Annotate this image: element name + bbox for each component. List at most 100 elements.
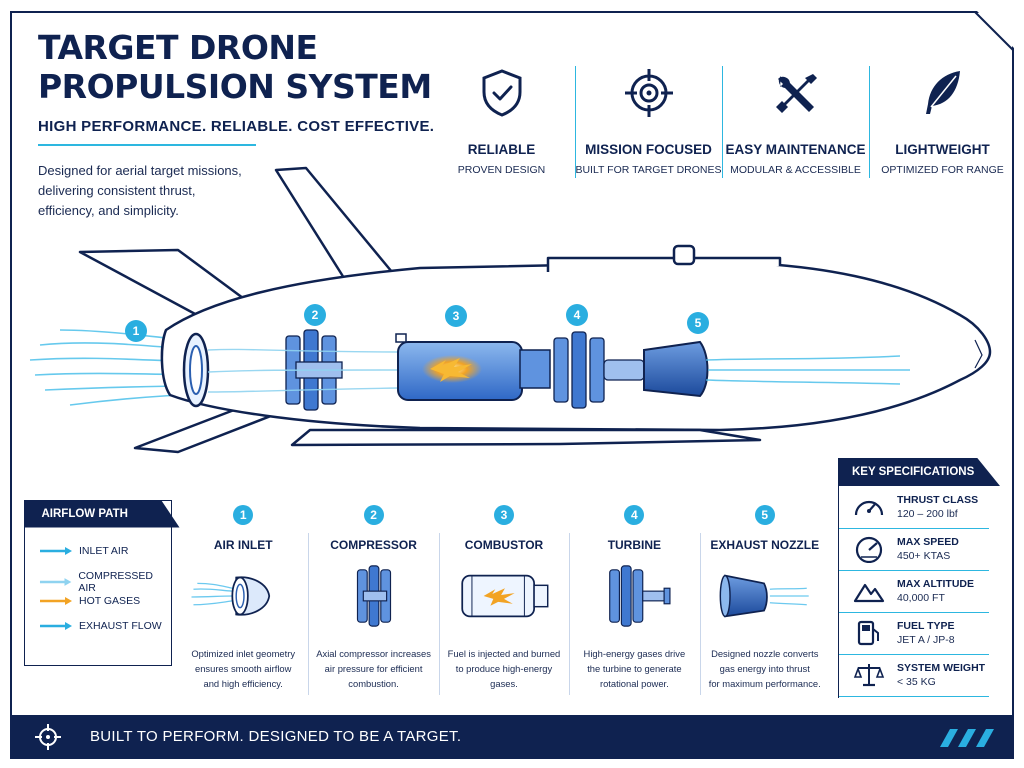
spec-max-altitude: MAX ALTITUDE 40,000 FT [839,570,989,613]
tagline-underline [38,144,256,146]
footer-slogan: BUILT TO PERFORM. DESIGNED TO BE A TARGE… [90,728,462,745]
feature-title: MISSION FOCUSED [585,142,712,157]
feature-subtitle: MODULAR & ACCESSIBLE [730,164,861,176]
crosshair-icon [35,724,61,750]
combustor-illustration [461,574,549,618]
component-number: 3 [493,505,514,525]
spec-thrust-class: THRUST CLASS 120 – 200 lbf [839,486,989,529]
scale-icon [853,664,885,687]
component-title: COMBUSTOR [464,538,544,552]
turbine-disk [553,331,645,409]
component-breakdown: 1 AIR INLET Optimized inlet geometry ens… [178,505,830,695]
spec-label: MAX ALTITUDE [897,578,974,590]
spec-value: < 35 KG [897,676,936,688]
legend-label: COMPRESSED AIR [78,570,154,594]
exhaust-nozzle-illustration [719,574,809,618]
callout-compressor: 2 [304,304,326,326]
speedometer-icon [855,536,883,563]
legend-item: HOT GASES [39,595,140,607]
tagline: HIGH PERFORMANCE. RELIABLE. COST EFFECTI… [38,118,435,135]
component-number: 4 [624,505,645,525]
component-description: Fuel is injected and burned to produce h… [440,646,568,691]
legend-item: EXHAUST FLOW [39,620,162,632]
stripes-decoration [940,729,994,747]
footer-banner: BUILT TO PERFORM. DESIGNED TO BE A TARGE… [12,715,1012,759]
intro-line-2: delivering consistent thrust, [38,183,196,198]
title-line-1: TARGET DRONE [38,28,318,67]
spec-label: FUEL TYPE [897,620,955,632]
spec-value: JET A / JP-8 [897,634,955,646]
shield-check-icon [482,69,521,117]
feature-mission-focused: MISSION FOCUSED BUILT FOR TARGET DRONES [575,64,722,180]
desc-line: to produce high-energy [455,663,553,674]
spec-max-speed: MAX SPEED 450+ KTAS [839,528,989,571]
component-description: High-energy gases drive the turbine to g… [570,646,698,691]
desc-line: combustion. [348,678,399,689]
arrow-icon [40,622,72,630]
feature-lightweight: LIGHTWEIGHT OPTIMIZED FOR RANGE [869,64,1016,180]
title-line-2: PROPULSION SYSTEM [38,67,432,106]
desc-line: the turbine to generate [587,663,682,674]
legend-label: EXHAUST FLOW [79,620,162,632]
feature-subtitle: PROVEN DESIGN [457,164,546,176]
feature-strip: RELIABLE PROVEN DESIGN MISSION FOCUSED B… [428,64,1016,180]
legend-item: INLET AIR [39,545,128,557]
mountain-icon [853,583,885,603]
specs-list: THRUST CLASS 120 – 200 lbf MAX SPEED 450+ … [838,486,989,698]
feature-title: RELIABLE [467,142,536,157]
intro-line-3: efficiency, and simplicity. [38,203,179,218]
component-title: COMPRESSOR [330,538,417,552]
component-combustor: 3 COMBUSTOR Fuel is injected and burned … [438,505,569,695]
component-title: AIR INLET [213,538,273,552]
drone-fuselage [78,166,992,454]
spec-system-weight: SYSTEM WEIGHT< 35 KG [839,654,989,697]
drone-cutaway-diagram [29,166,992,454]
spec-value: 40,000 FT [897,592,945,604]
desc-line: rotational power. [599,678,669,689]
component-compressor: 2 COMPRESSOR Axial compressor increases … [308,505,438,695]
component-number: 2 [363,505,384,525]
component-title: TURBINE [607,538,662,552]
legend-label: HOT GASES [79,595,141,607]
feature-subtitle: OPTIMIZED FOR RANGE [881,164,1004,176]
intro-line-1: Designed for aerial target missions, [38,163,242,178]
arrow-icon [40,547,72,555]
component-title: EXHAUST NOZZLE [710,538,820,552]
crosshair-icon [624,69,673,117]
spec-fuel-type: FUEL TYPE JET A / JP-8 [839,612,989,655]
feature-reliable: RELIABLE PROVEN DESIGN [428,64,575,180]
desc-line: gas energy into thrust [719,663,810,674]
air-inlet-illustration [191,576,271,616]
component-number: 1 [233,505,254,525]
component-number: 5 [754,505,775,525]
callout-combustor: 3 [445,305,467,327]
turbine-illustration [609,565,671,627]
spec-label: MAX SPEED [897,536,959,548]
fuel-pump-icon [857,620,879,646]
exhaust-airflow [705,355,910,385]
wrench-screwdriver-icon [775,74,817,113]
spec-value: 450+ KTAS [897,550,951,562]
component-turbine: 4 TURBINE High-energy gases drive the tu… [569,505,699,695]
desc-line: air pressure for efficient [324,663,423,674]
callout-nozzle: 5 [687,312,709,334]
compressor-illustration [356,565,391,627]
desc-line: gases. [490,678,518,689]
exhaust-nozzle [643,340,709,398]
spec-label: THRUST CLASS [897,494,979,506]
airflow-legend: AIRFLOW PATH INLET AIR COMPRESSED AIR HO… [23,499,180,666]
callout-inlet: 1 [125,320,147,342]
arrow-icon [39,578,72,586]
nose-seam [974,339,983,369]
component-description: Axial compressor increases air pressure … [310,646,438,691]
airflow-legend-title: AIRFLOW PATH [23,499,180,528]
desc-line: Fuel is injected and burned [447,648,561,659]
component-description: Optimized inlet geometry ensures smooth … [179,646,307,691]
feature-easy-maintenance: EASY MAINTENANCE MODULAR & ACCESSIBLE [722,64,869,180]
page-title: TARGET DRONE PROPULSION SYSTEM [38,28,432,106]
air-inlet-ring [182,332,210,408]
spec-value: 120 – 200 lbf [897,508,958,520]
